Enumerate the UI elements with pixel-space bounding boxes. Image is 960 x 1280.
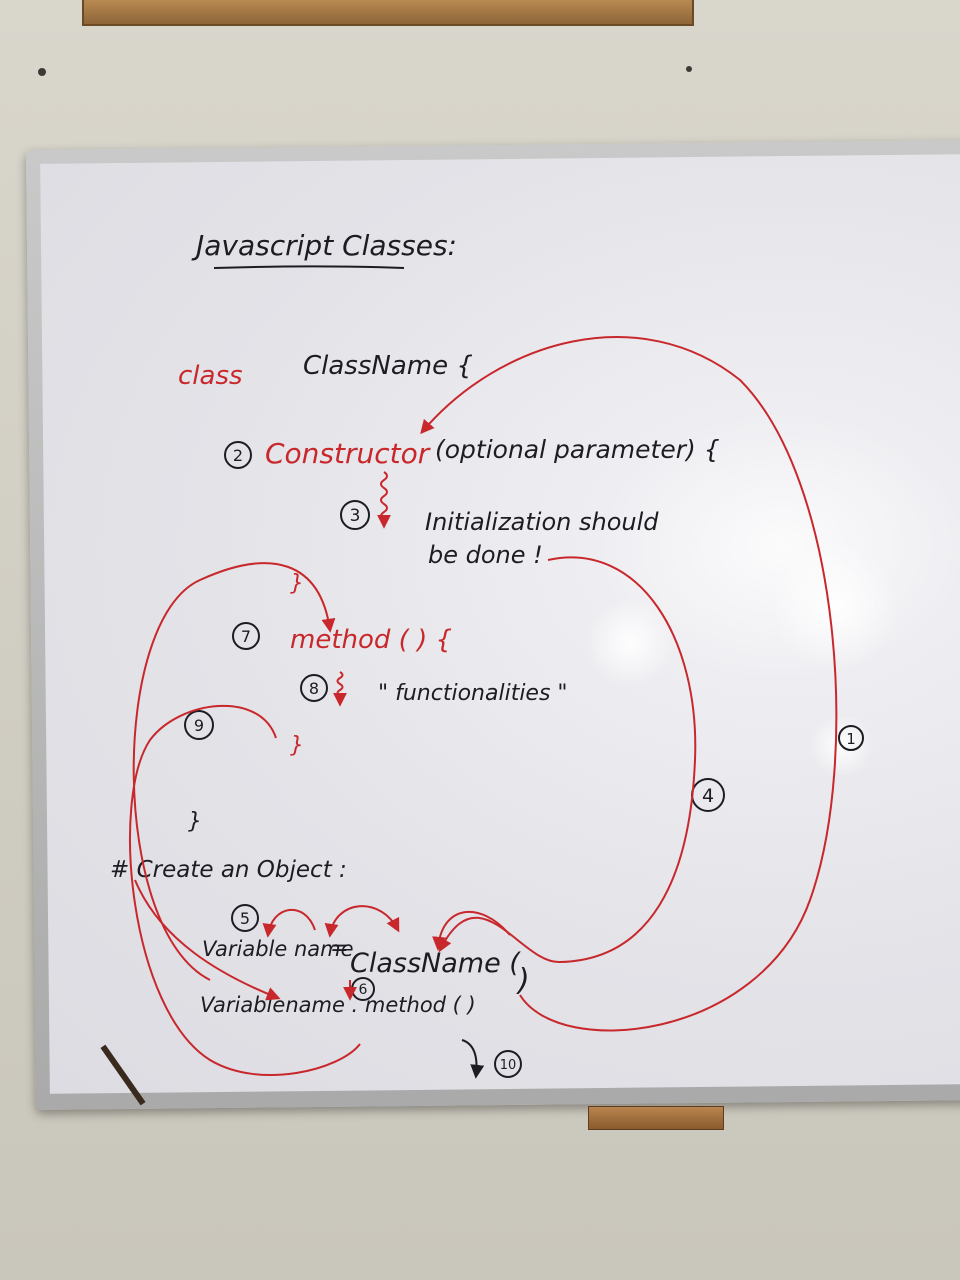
- step-7-circle: [232, 622, 260, 650]
- init-line-1: Initialization should: [425, 508, 659, 536]
- wooden-shelf: [82, 0, 694, 26]
- squiggle-arrow-8: [333, 671, 347, 707]
- variable-name-left: Variable name: [202, 937, 354, 961]
- constructor-close-brace: }: [290, 571, 304, 596]
- flow-arc-c: [432, 910, 511, 951]
- step-4-label: 4: [702, 785, 714, 807]
- constructor-params: (optional parameter) {: [435, 435, 720, 464]
- marker-tray: [588, 1106, 724, 1130]
- flow-arrow-7: [132, 562, 336, 981]
- step-8-label: 8: [309, 679, 319, 698]
- wall-nail: [38, 68, 46, 76]
- flow-arc-a: [262, 909, 316, 938]
- step-1-circle: [838, 725, 864, 751]
- step-9-label: 9: [194, 716, 204, 735]
- flow-arrow-9: [129, 705, 361, 1077]
- flow-arrow-4: [438, 556, 697, 964]
- step-8-circle: [300, 674, 328, 702]
- step-2-label: 2: [233, 446, 243, 465]
- class-name-open: ClassName {: [303, 351, 473, 381]
- method-call-line: Variablename . method ( ): [200, 993, 476, 1017]
- arrow-10: [461, 1039, 485, 1079]
- flow-arrow-1: [420, 336, 838, 1032]
- step-10-circle: [494, 1050, 522, 1078]
- class-close-brace: }: [188, 809, 202, 834]
- board-title: Javascript Classes:: [191, 229, 457, 262]
- flow-arc-b: [324, 905, 400, 938]
- init-line-2: be done !: [428, 541, 543, 569]
- step-9-circle: [184, 710, 214, 740]
- step-2-circle: [224, 441, 252, 469]
- squiggle-arrow-3: [377, 471, 391, 529]
- step-5-label: 5: [240, 909, 250, 928]
- classname-call: ClassName (: [350, 948, 521, 979]
- method-close-brace: }: [290, 733, 304, 758]
- step-6-label: 6: [359, 982, 368, 998]
- functionalities-text: " functionalities ": [378, 681, 568, 706]
- step-5-circle: [231, 904, 259, 932]
- step-7-label: 7: [241, 627, 251, 646]
- title-underline: [213, 265, 405, 269]
- flow-arrow-9-tail: [134, 879, 281, 1001]
- step-3-label: 3: [350, 506, 361, 526]
- assignment-equals: =: [330, 936, 348, 961]
- step-10-label: 10: [500, 1058, 517, 1073]
- wall-nail: [686, 66, 692, 72]
- step-3-circle: [340, 500, 370, 530]
- method-keyword: method ( ) {: [290, 625, 452, 655]
- constructor-keyword: Constructor: [265, 437, 431, 470]
- create-object-heading: # Create an Object :: [110, 857, 347, 883]
- class-keyword: class: [178, 361, 243, 391]
- classname-call-close: ): [516, 963, 530, 998]
- step-1-label: 1: [846, 730, 856, 748]
